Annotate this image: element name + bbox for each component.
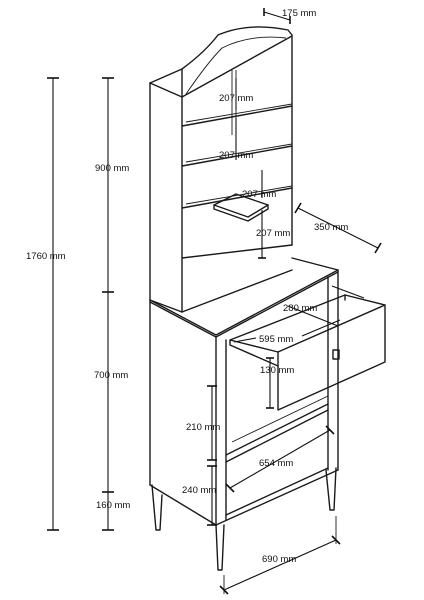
label-drawer-depth: 595 mm — [259, 334, 293, 345]
label-lower-height: 700 mm — [94, 370, 128, 381]
drawer-knob-icon — [332, 349, 340, 360]
label-total-width: 690 mm — [262, 554, 296, 565]
label-lower-shelf-gap: 210 mm — [186, 422, 220, 433]
label-shelf-gap-2: 207 mm — [219, 150, 253, 161]
label-bottom-shelf-gap: 240 mm — [182, 485, 216, 496]
label-drawer-width: 280 mm — [283, 303, 317, 314]
label-upper-height: 900 mm — [95, 163, 129, 174]
dimension-lines — [47, 8, 382, 595]
label-drawer-height: 130 mm — [260, 365, 294, 376]
label-leg-height: 160 mm — [96, 500, 130, 511]
label-shelf-gap-4: 207 mm — [256, 228, 290, 239]
label-inner-width: 654 mm — [259, 458, 293, 469]
cabinet-illustration — [149, 26, 386, 571]
label-shelf-gap-3: 207 mm — [242, 189, 276, 200]
label-top-depth: 175 mm — [282, 8, 316, 19]
label-total-height: 1760 mm — [26, 251, 66, 262]
label-shelf-gap-1: 207 mm — [219, 93, 253, 104]
label-top-unit-depth: 350 mm — [314, 222, 348, 233]
dimension-labels: 175 mm 207 mm 207 mm 207 mm 207 mm 350 m… — [26, 8, 348, 565]
